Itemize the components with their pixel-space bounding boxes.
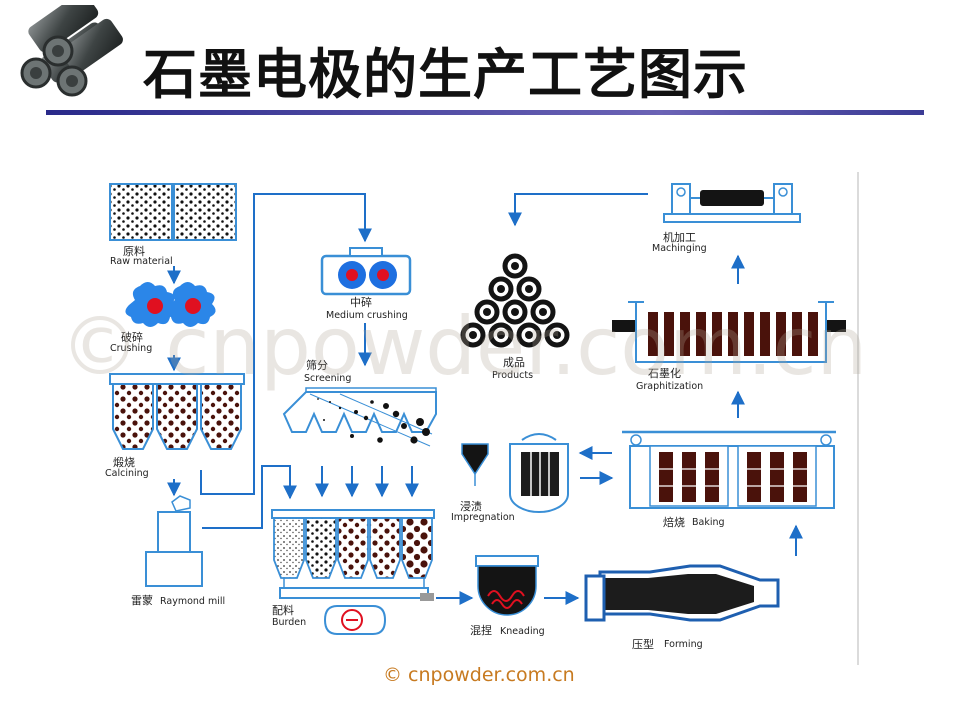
label-calcining-en: Calcining — [105, 468, 149, 479]
stage-impregnation: 浸渍 Impregnation — [451, 433, 569, 523]
label-impregnation-zh: 浸渍 — [460, 500, 482, 513]
label-crushing-zh: 破碎 — [121, 330, 143, 344]
label-graphitization-en: Graphitization — [636, 381, 703, 392]
stage-medium-crushing: 中碎 Medium crushing — [320, 247, 412, 321]
label-impregnation-en: Impregnation — [451, 512, 515, 523]
stage-baking: 焙烧 Baking — [622, 430, 836, 529]
label-screening-en: Screening — [304, 373, 351, 384]
label-baking-zh: 焙烧 — [663, 515, 685, 529]
label-kneading-zh: 混捏 — [470, 623, 492, 637]
title-divider — [46, 110, 924, 115]
stage-crushing: 破碎 Crushing — [110, 282, 216, 354]
label-products-en: Products — [492, 370, 533, 381]
label-raymond-mill-en: Raymond mill — [160, 596, 225, 607]
arrow-calcining-to-medium-crushing — [200, 193, 372, 495]
stage-burden: 配料 Burden — [271, 509, 435, 635]
label-products-zh: 成品 — [503, 356, 525, 369]
label-machining-en: Machinging — [652, 243, 707, 254]
label-forming-en: Forming — [664, 639, 703, 650]
label-calcining-zh: 煅烧 — [113, 455, 135, 469]
stage-calcining: 煅烧 Calcining — [105, 373, 245, 479]
source-credit: © cnpowder.com.cn — [383, 664, 575, 686]
label-baking-en: Baking — [692, 517, 725, 528]
label-medium-crushing-en: Medium crushing — [326, 310, 408, 321]
label-kneading-en: Kneading — [500, 626, 545, 637]
stage-raw-material: 原料 Raw material — [109, 183, 237, 267]
label-raw-material-en: Raw material — [110, 256, 173, 267]
graphite-electrodes-logo — [20, 5, 123, 97]
stage-machining: 机加工 Machinging — [652, 183, 801, 254]
label-raymond-mill-zh: 雷蒙 — [131, 594, 153, 607]
label-machining-zh: 机加工 — [663, 230, 696, 244]
stage-kneading: 混捏 Kneading — [470, 555, 545, 637]
label-graphitization-zh: 石墨化 — [648, 366, 681, 380]
stage-graphitization: 石墨化 Graphitization — [612, 301, 846, 392]
stage-products: 成品 Products — [460, 253, 570, 381]
label-crushing-en: Crushing — [110, 343, 152, 354]
label-burden-zh: 配料 — [272, 603, 294, 617]
label-raw-material-zh: 原料 — [123, 244, 145, 258]
stage-forming: 压型 Forming — [584, 564, 780, 651]
stage-screening: 筛分 Screening — [282, 358, 437, 447]
arrow-raymond-to-burden — [202, 465, 297, 529]
label-burden-en: Burden — [272, 617, 306, 628]
label-screening-zh: 筛分 — [306, 358, 328, 372]
label-medium-crushing-zh: 中碎 — [350, 295, 372, 309]
arrow-machining-to-products — [508, 193, 648, 227]
label-forming-zh: 压型 — [632, 637, 654, 651]
slide-title: 石墨电极的生产工艺图示 — [143, 43, 748, 106]
stage-raymond-mill: 雷蒙 Raymond mill — [131, 495, 225, 607]
